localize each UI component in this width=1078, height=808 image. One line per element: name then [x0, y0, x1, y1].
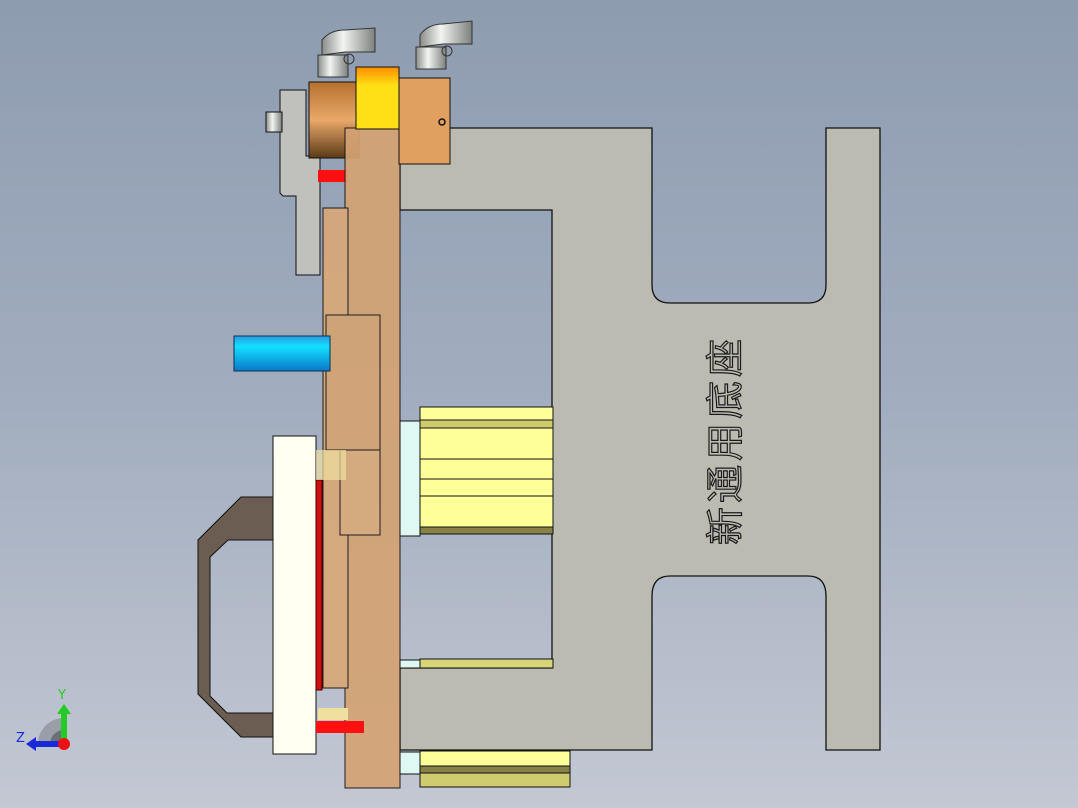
cream-plate[interactable] — [272, 435, 317, 755]
blue-pin[interactable] — [233, 335, 331, 372]
fitting-left[interactable] — [317, 27, 376, 78]
bracket[interactable] — [265, 89, 321, 276]
yellow-block[interactable] — [355, 66, 400, 130]
red-rod-bottom[interactable] — [316, 721, 364, 733]
fitting-right[interactable] — [415, 20, 473, 70]
valve-block[interactable] — [398, 77, 451, 165]
z-axis-label: Z — [16, 731, 25, 746]
handle[interactable] — [197, 496, 276, 738]
base-plate[interactable] — [399, 127, 881, 751]
transparent-block[interactable] — [322, 127, 401, 789]
red-strip[interactable] — [315, 479, 323, 691]
engraved-label: 新通用底座 — [703, 334, 748, 546]
y-axis-label: Y — [58, 688, 66, 703]
axis-triad — [26, 704, 71, 751]
guide-rails[interactable] — [399, 406, 571, 788]
red-rod-top[interactable] — [318, 170, 348, 182]
